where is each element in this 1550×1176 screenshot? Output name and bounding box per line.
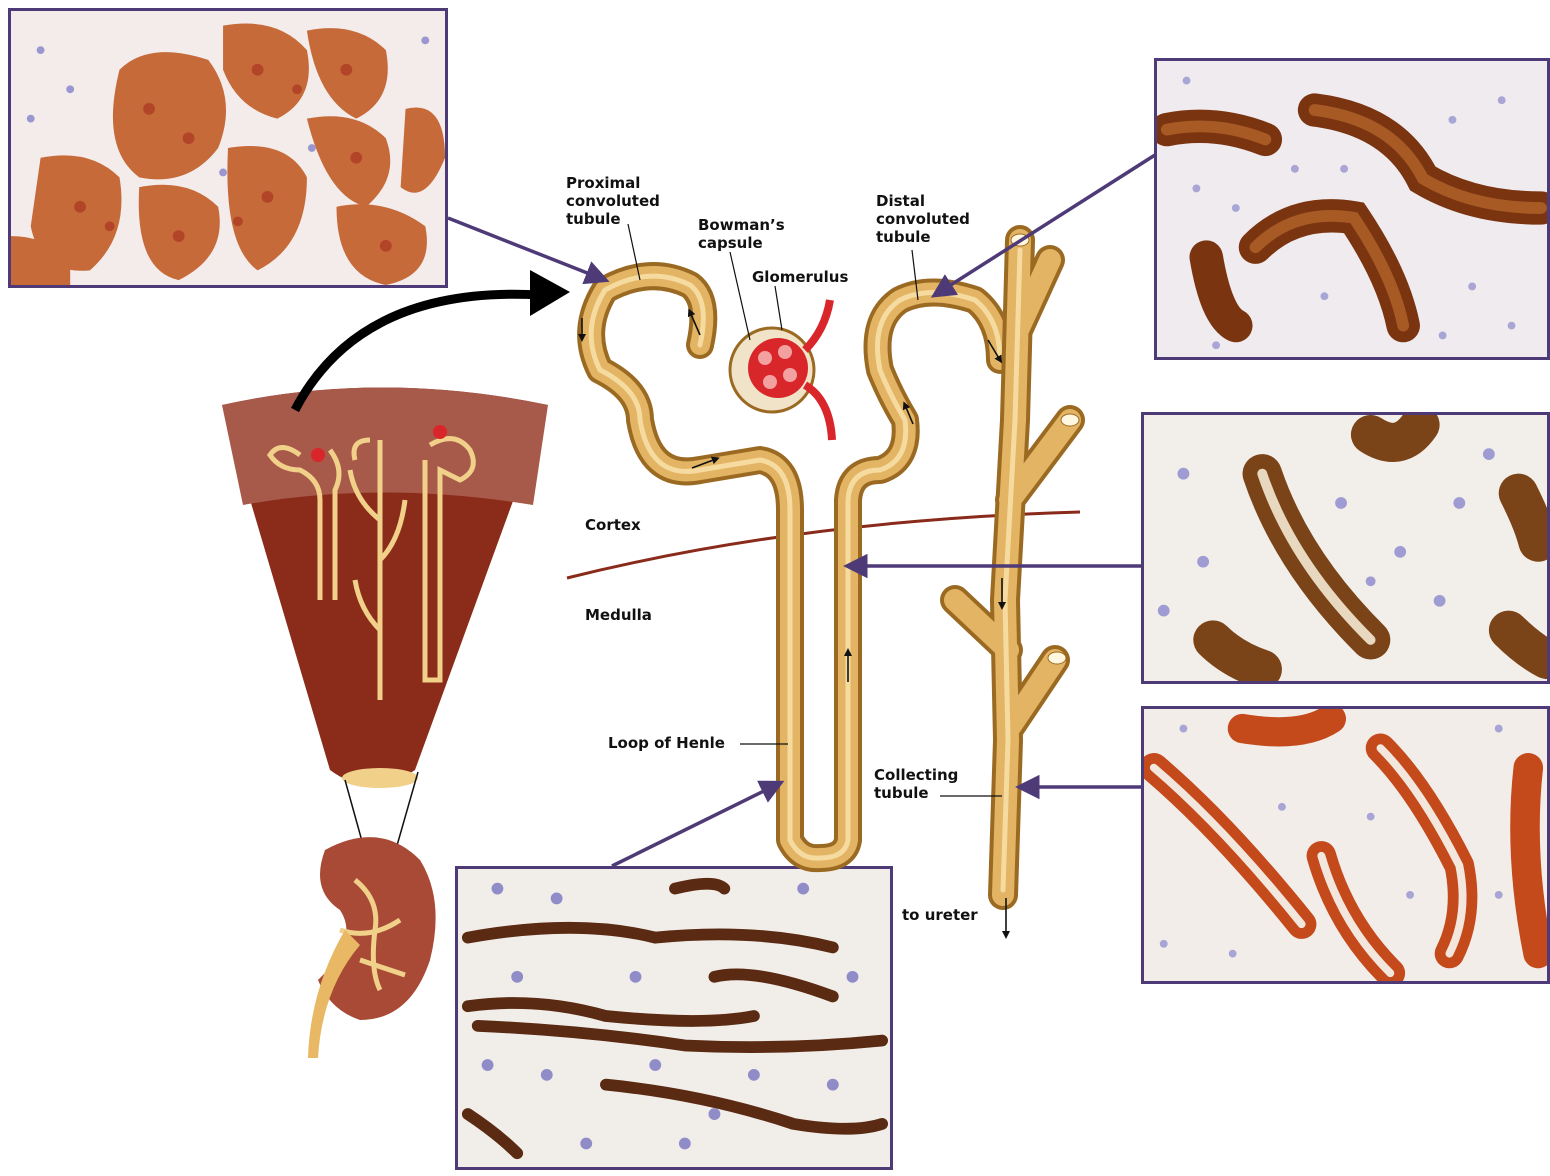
label-loop-of-henle: Loop of Henle [608, 734, 725, 752]
label-distal-convoluted-tubule: Distal convoluted tubule [876, 192, 970, 246]
label-bowmans-capsule: Bowman’s capsule [698, 216, 785, 252]
label-proximal-convoluted-tubule: Proximal convoluted tubule [566, 174, 660, 228]
label-to-ureter: to ureter [902, 906, 978, 924]
label-medulla: Medulla [585, 606, 652, 624]
label-cortex: Cortex [585, 516, 641, 534]
kidney-illustration [308, 837, 436, 1058]
label-glomerulus: Glomerulus [752, 268, 848, 286]
label-collecting-tubule: Collecting tubule [874, 766, 958, 802]
renal-pyramid-wedge [222, 388, 548, 789]
